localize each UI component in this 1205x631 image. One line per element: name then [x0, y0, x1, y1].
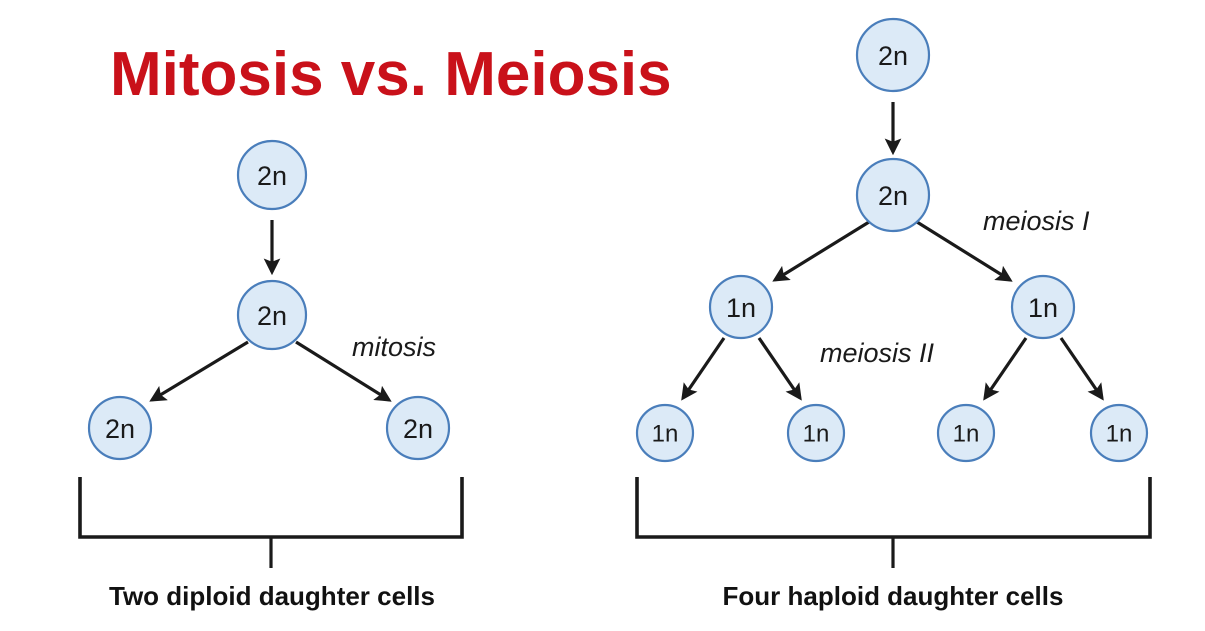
mitosis-caption: Two diploid daughter cells: [109, 581, 435, 611]
meiosis-ii-cell-1-shape: [635, 403, 695, 463]
meiosis-ii-cell-4-shape: [1089, 403, 1149, 463]
mitosis-daughter-cell-1-label: 2n: [105, 414, 135, 444]
meiosis-i-cell-1-shape: [708, 274, 774, 340]
mitosis-daughter-cell-2: 2n: [385, 395, 451, 461]
mitosis-daughter-cell-2-shape: [385, 395, 451, 461]
mitosis-phase-label: mitosis: [352, 332, 436, 362]
meiosis-ii-phase-label: meiosis II: [820, 338, 935, 368]
mitosis-daughter-cell-1-shape: [87, 395, 153, 461]
meiosis-i-cell-2: 1n: [1010, 274, 1076, 340]
meiosis-ii-cell-3: 1n: [936, 403, 996, 463]
meiosis-parent-cell-shape: [855, 17, 931, 93]
meiosis-ii-cell-2: 1n: [786, 403, 846, 463]
meiosis-caption: Four haploid daughter cells: [723, 581, 1064, 611]
mitosis-parent-cell-shape: [236, 139, 308, 211]
mitosis-parent-cell: 2n: [236, 139, 308, 211]
mitosis-section: 2n 2n 2n 2n mitosis Two diploid daughter ce…: [78, 139, 464, 611]
mitosis-daughter-cell-2-label: 2n: [403, 414, 433, 444]
meiosis-parent-cell-label: 2n: [878, 41, 908, 71]
meiosis-i-arrow-left: [772, 220, 870, 282]
meiosis-ii-cell-4: 1n: [1089, 403, 1149, 463]
meiosis-ii-cell-2-label: 1n: [803, 421, 830, 448]
mitosis-dividing-cell: 2n: [236, 279, 308, 351]
mitosis-dividing-cell-shape: [236, 279, 308, 351]
meiosis-ii-cell-1-label: 1n: [652, 421, 679, 448]
meiosis-ii-arrow-4: [1059, 337, 1104, 401]
meiosis-dividing-cell: 2n: [855, 157, 931, 233]
meiosis-parent-cell: 2n: [855, 17, 931, 93]
meiosis-dividing-cell-label: 2n: [878, 181, 908, 211]
mitosis-arrow-right: [295, 340, 392, 402]
mitosis-parent-cell-label: 2n: [257, 161, 287, 191]
meiosis-dividing-cell-shape: [855, 157, 931, 233]
mitosis-dividing-cell-label: 2n: [257, 301, 287, 331]
mitosis-cells: 2n 2n 2n 2n: [87, 139, 451, 461]
mitosis-arrows: [149, 220, 392, 402]
mitosis-arrow-left: [149, 340, 249, 402]
meiosis-i-cell-1-label: 1n: [726, 293, 756, 323]
mitosis-bracket: [78, 477, 464, 539]
meiosis-ii-cell-3-label: 1n: [953, 421, 980, 448]
meiosis-ii-cell-2-shape: [786, 403, 846, 463]
meiosis-ii-cell-3-shape: [936, 403, 996, 463]
meiosis-section: 2n 2n 1n 1n 1n 1n 1n 1n meiosis I meiosis II Fo…: [635, 17, 1152, 611]
meiosis-i-cell-1: 1n: [708, 274, 774, 340]
meiosis-ii-arrow-1: [681, 337, 726, 401]
meiosis-i-phase-label: meiosis I: [983, 206, 1090, 236]
meiosis-ii-arrow-2: [757, 337, 802, 401]
meiosis-ii-cell-4-label: 1n: [1106, 421, 1133, 448]
meiosis-i-arrow-right: [916, 220, 1013, 282]
meiosis-i-cell-2-label: 1n: [1028, 293, 1058, 323]
meiosis-arrows: [681, 102, 1104, 401]
mitosis-daughter-cell-1: 2n: [87, 395, 153, 461]
page-title: Mitosis vs. Meiosis: [110, 40, 672, 109]
meiosis-ii-arrow-3: [983, 337, 1028, 401]
meiosis-ii-cell-1: 1n: [635, 403, 695, 463]
meiosis-bracket: [635, 477, 1152, 539]
meiosis-i-cell-2-shape: [1010, 274, 1076, 340]
meiosis-cells: 2n 2n 1n 1n 1n 1n 1n 1n: [635, 17, 1149, 463]
